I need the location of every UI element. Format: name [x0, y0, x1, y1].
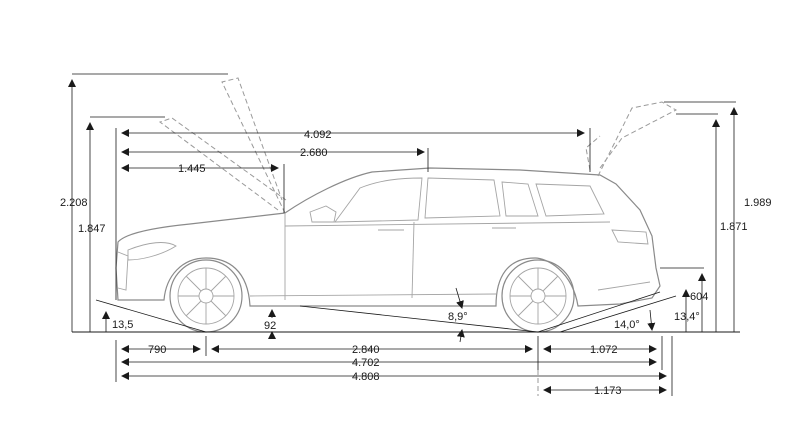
label-front-overhang: 790: [148, 344, 166, 356]
car-door-line-2: [411, 221, 415, 299]
bottom-horizontal-dimensions: [115, 336, 673, 396]
car-taillight: [611, 229, 649, 245]
car-window-middle: [424, 177, 501, 219]
car-grille: [117, 251, 129, 291]
open-tailgate-outline: [597, 101, 678, 177]
car-window-rear: [501, 181, 539, 217]
height-dimension-right: [660, 101, 738, 332]
label-hitch-overhang: 1.173: [594, 385, 622, 397]
rear-wheel: [501, 259, 575, 333]
label-ground-clearance: 92: [264, 320, 276, 332]
label-rear-overhang: 1.072: [590, 344, 618, 356]
car-sill: [249, 293, 497, 297]
label-ramp-angle: 8,9°: [448, 311, 468, 323]
car-body-outline: [115, 167, 661, 307]
label-width-2680: 2.680: [300, 147, 328, 159]
label-length: 4.702: [352, 357, 380, 369]
height-dimension-left: [68, 73, 228, 332]
label-width-1445: 1.445: [178, 163, 206, 175]
label-loading-sill-height: 604: [690, 291, 708, 303]
car-window-quarter: [535, 183, 605, 217]
open-hood-outline: [221, 77, 286, 214]
label-departure-angle-hitch: 13,4°: [674, 311, 700, 323]
front-wheel: [169, 259, 243, 333]
label-departure-angle: 14,0°: [614, 319, 640, 331]
label-width-4092: 4.092: [304, 129, 332, 141]
car-headlight: [127, 242, 177, 261]
car-window-front: [334, 177, 423, 223]
label-height-open-tailgate-lower: 1.871: [720, 221, 748, 233]
top-horizontal-dimensions: [115, 128, 591, 300]
car-side-view: [115, 77, 678, 333]
label-height-open-tailgate: 1.989: [744, 197, 772, 209]
open-tailgate-lower: [585, 135, 601, 171]
label-length-with-hitch: 4.808: [352, 371, 380, 383]
car-rear-bumper: [597, 281, 651, 291]
label-front-angle: 13,5: [112, 319, 133, 331]
label-wheelbase: 2.840: [352, 344, 380, 356]
label-height-open-hood-lower: 1.847: [78, 223, 106, 235]
car-mirror: [309, 205, 337, 223]
car-beltline: [284, 221, 611, 227]
angle-lines: [95, 287, 677, 343]
dimension-labels: 2.208 1.847 13,5 4.092 2.680 1.445 92 8,…: [60, 129, 772, 397]
label-overall-height-open-hood: 2.208: [60, 197, 88, 209]
